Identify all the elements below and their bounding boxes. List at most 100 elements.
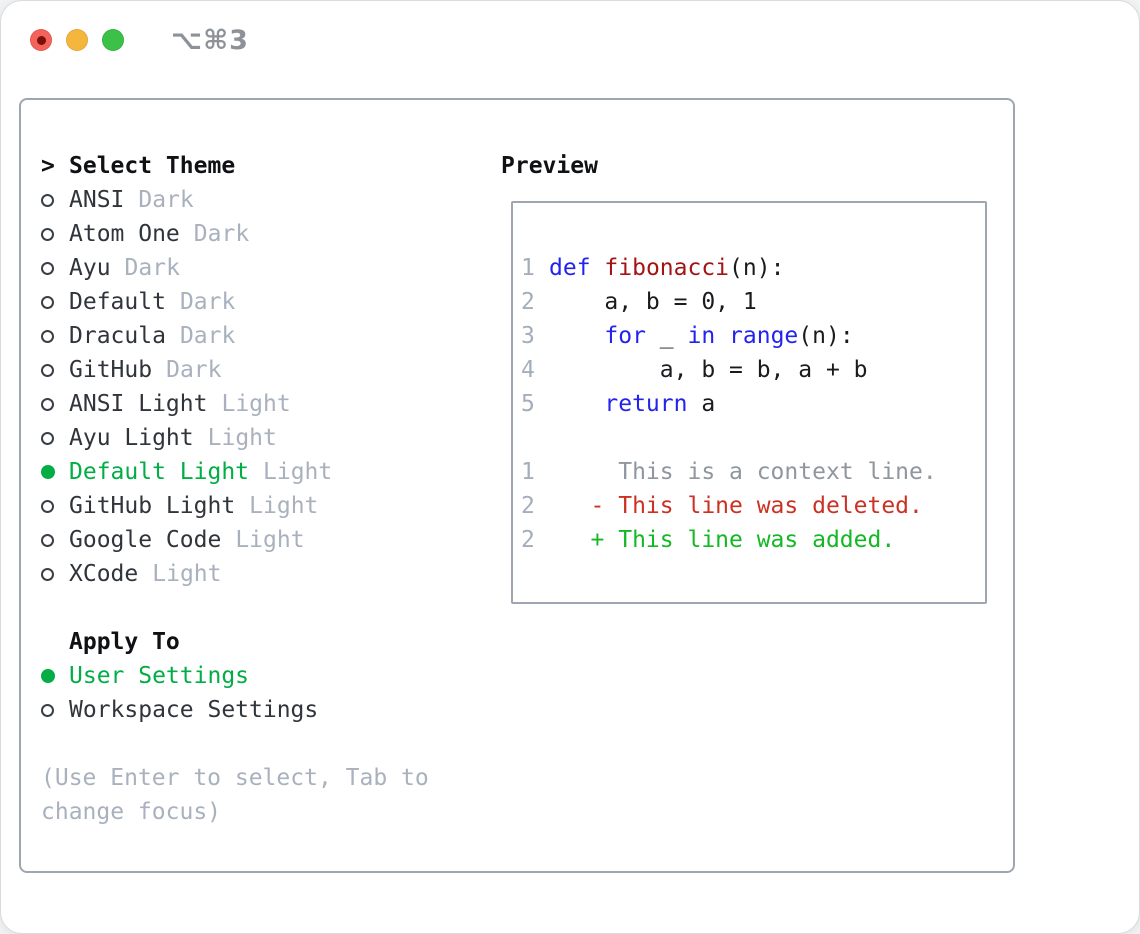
radio-unselected-icon	[41, 499, 54, 513]
radio-selected-icon	[41, 465, 55, 479]
select-theme-header: > Select Theme	[41, 149, 481, 183]
radio-unselected-icon	[41, 193, 54, 207]
theme-item[interactable]: Google Code Light	[41, 523, 481, 557]
theme-name: ANSI Light	[69, 391, 208, 417]
radio-unselected-icon	[41, 363, 54, 377]
code-text: return a	[604, 391, 716, 417]
diff-text: This is a context line.	[549, 459, 937, 485]
apply-option[interactable]: User Settings	[41, 659, 481, 693]
maximize-button[interactable]	[102, 29, 124, 51]
theme-variant: Light	[207, 425, 277, 451]
theme-name: Default Light	[69, 459, 250, 485]
theme-variant: Light	[152, 561, 222, 587]
line-number: 4	[521, 357, 535, 383]
line-number: 2	[521, 527, 535, 553]
theme-item[interactable]: ANSI Light Light	[41, 387, 481, 421]
line-number: 5	[521, 391, 535, 417]
theme-item[interactable]: Dracula Dark	[41, 319, 481, 353]
focus-caret: >	[41, 153, 55, 179]
theme-variant: Light	[221, 391, 291, 417]
apply-option-label: User Settings	[69, 663, 250, 689]
theme-variant: Dark	[124, 255, 180, 281]
theme-item[interactable]: Default Dark	[41, 285, 481, 319]
line-number: 1	[521, 255, 535, 281]
radio-unselected-icon	[41, 533, 54, 547]
code-line: 3 for _ in range(n):	[521, 319, 985, 353]
diff-line: 2 - This line was deleted.	[521, 489, 985, 523]
close-dot-icon	[36, 35, 46, 45]
theme-variant: Dark	[193, 221, 250, 247]
radio-unselected-icon	[41, 703, 54, 717]
code-text: a, b = b, a + b	[549, 357, 868, 383]
radio-unselected-icon	[41, 227, 54, 241]
line-number: 1	[521, 459, 535, 485]
spacer	[41, 727, 481, 761]
titlebar: ⌥⌘3	[1, 1, 1139, 79]
theme-variant: Light	[235, 527, 305, 553]
theme-item[interactable]: GitHub Light Light	[41, 489, 481, 523]
theme-item[interactable]: ANSI Dark	[41, 183, 481, 217]
theme-item[interactable]: Ayu Dark	[41, 251, 481, 285]
radio-unselected-icon	[41, 567, 54, 581]
theme-item[interactable]: Ayu Light Light	[41, 421, 481, 455]
apply-option[interactable]: Workspace Settings	[41, 693, 481, 727]
theme-name: XCode	[69, 561, 139, 587]
diff-text: - This line was deleted.	[549, 493, 923, 519]
theme-name: ANSI	[69, 187, 125, 213]
apply-to-header: Apply To	[41, 625, 481, 659]
preview-title: Preview	[501, 153, 598, 179]
diff-preview: 1 This is a context line. 2 - This line w…	[521, 455, 985, 557]
line-number: 2	[521, 289, 535, 315]
apply-option-label: Workspace Settings	[69, 697, 319, 723]
code-text: def fibonacci(n):	[549, 255, 785, 281]
theme-variant: Light	[263, 459, 333, 485]
radio-unselected-icon	[41, 295, 54, 309]
select-theme-title: Select Theme	[69, 153, 236, 179]
theme-name: Dracula	[69, 323, 166, 349]
theme-name: Ayu Light	[69, 425, 194, 451]
theme-variant: Dark	[179, 289, 236, 315]
spacer	[41, 591, 481, 625]
theme-name: Atom One	[69, 221, 180, 247]
radio-unselected-icon	[41, 397, 54, 411]
close-button[interactable]	[30, 29, 52, 51]
radio-selected-icon	[41, 669, 55, 683]
code-text: for _ in range(n):	[604, 323, 854, 349]
code-line: 5 return a	[521, 387, 985, 421]
code-line: 4 a, b = b, a + b	[521, 353, 985, 387]
code-text: a, b = 0, 1	[549, 289, 757, 315]
radio-unselected-icon	[41, 431, 54, 445]
theme-variant: Light	[249, 493, 319, 519]
theme-name: GitHub	[69, 357, 153, 383]
radio-unselected-icon	[41, 329, 54, 343]
theme-variant: Dark	[138, 187, 194, 213]
diff-text: + This line was added.	[549, 527, 896, 553]
spacer	[521, 421, 985, 455]
theme-item[interactable]: Default Light Light	[41, 455, 481, 489]
theme-item[interactable]: XCode Light	[41, 557, 481, 591]
theme-name: Ayu	[69, 255, 111, 281]
code-line: 1 def fibonacci(n):	[521, 251, 985, 285]
traffic-lights	[30, 29, 124, 51]
diff-line: 2 + This line was added.	[521, 523, 985, 557]
theme-name: Default	[69, 289, 166, 315]
radio-unselected-icon	[41, 261, 54, 275]
theme-variant: Dark	[179, 323, 236, 349]
theme-name: Google Code	[69, 527, 222, 553]
line-number: 3	[521, 323, 535, 349]
theme-item[interactable]: Atom One Dark	[41, 217, 481, 251]
minimize-button[interactable]	[66, 29, 88, 51]
hint-text: (Use Enter to select, Tab to change focu…	[41, 765, 429, 825]
theme-name: GitHub Light	[69, 493, 236, 519]
code-line: 2 a, b = 0, 1	[521, 285, 985, 319]
line-number: 2	[521, 493, 535, 519]
apply-to-title: Apply To	[69, 629, 180, 655]
